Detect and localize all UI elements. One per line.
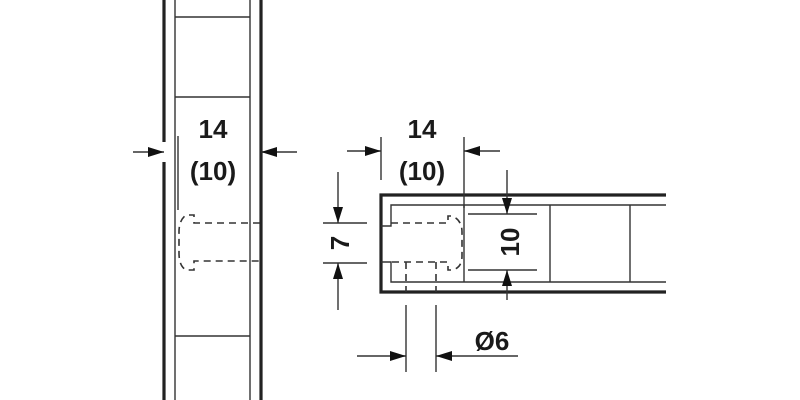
arrow-down-icon — [502, 198, 512, 214]
arrow-left-icon — [261, 147, 277, 157]
arrow-left-icon — [464, 146, 480, 156]
arrow-right-icon — [148, 147, 164, 157]
arrow-left-icon — [436, 351, 452, 361]
height-dimension-10: 10 — [495, 228, 525, 257]
hidden-connector-outline — [178, 214, 260, 271]
diameter-dimension: Ø6 — [475, 326, 510, 356]
hidden-connector-outline — [391, 215, 463, 271]
arrow-right-icon — [365, 146, 381, 156]
arrow-up-icon — [333, 263, 343, 279]
left-view-panel: 14 (10) — [133, 0, 297, 400]
height-dimension-7: 7 — [325, 236, 355, 250]
outer-box — [379, 193, 666, 294]
right-width-secondary: (10) — [399, 156, 445, 186]
inner-box-top — [381, 204, 666, 227]
left-width-primary: 14 — [199, 114, 228, 144]
inner-box-bottom — [381, 261, 666, 283]
arrow-right-icon — [390, 351, 406, 361]
right-view-panel: 14 (10) 7 10 Ø6 — [323, 114, 666, 372]
left-width-secondary: (10) — [190, 156, 236, 186]
arrow-down-icon — [333, 207, 343, 223]
right-width-primary: 14 — [408, 114, 437, 144]
arrow-up-icon — [502, 270, 512, 286]
